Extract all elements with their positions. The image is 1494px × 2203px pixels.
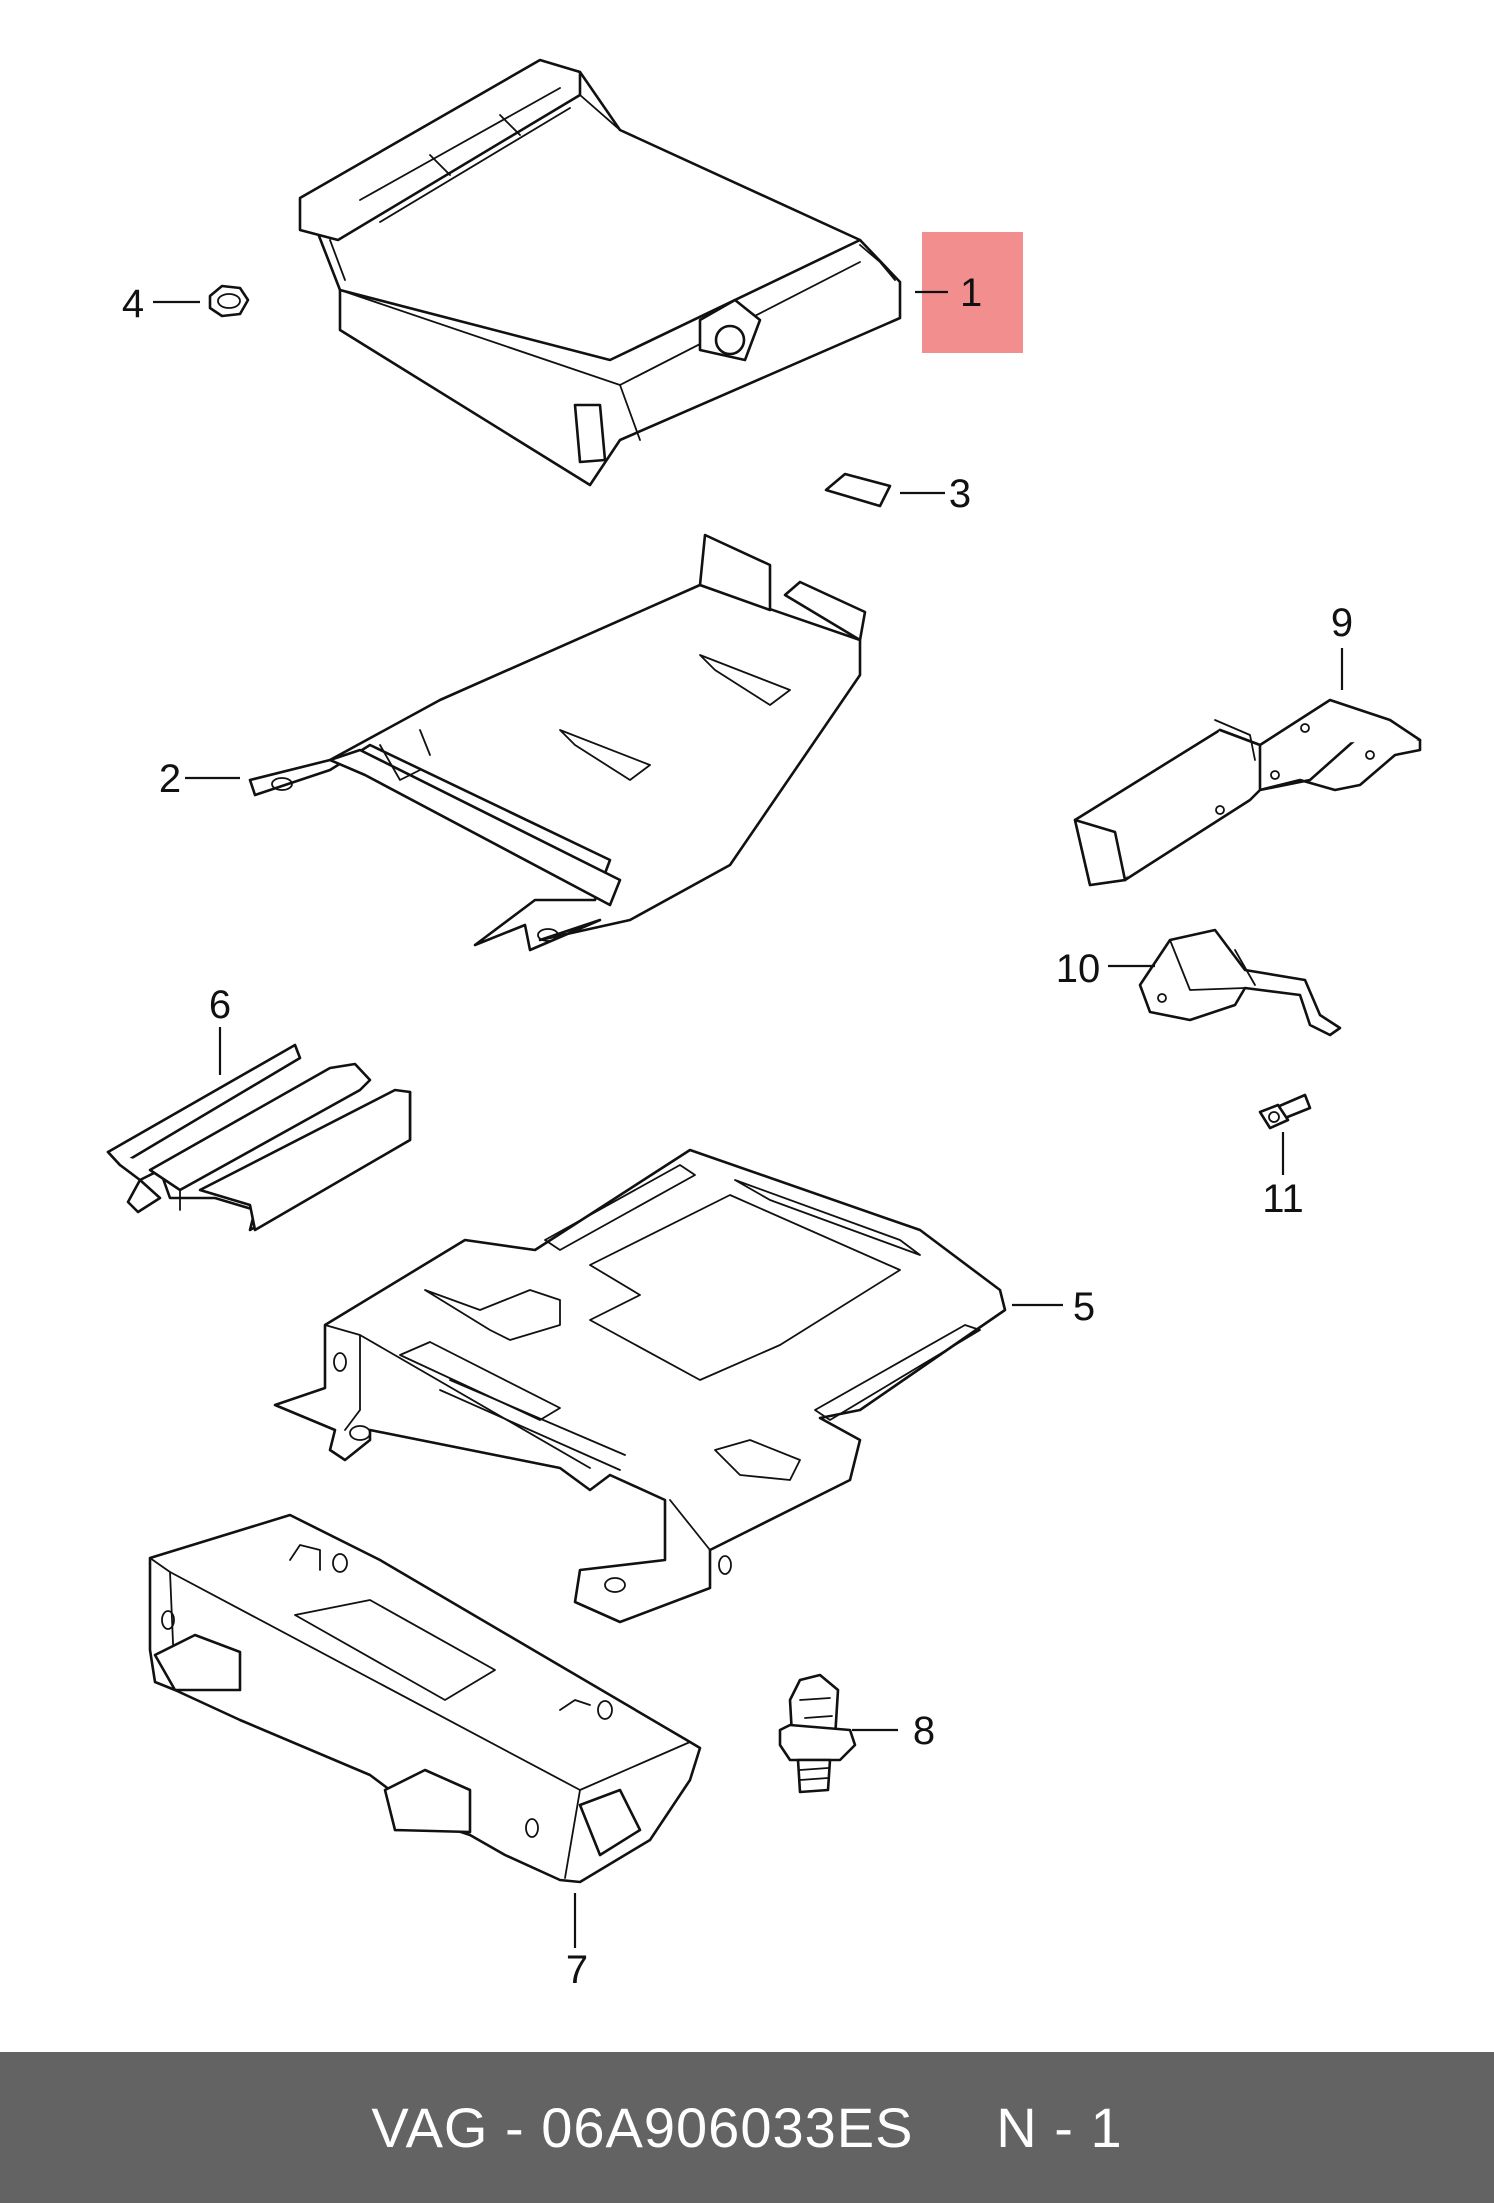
callout-11: 11 xyxy=(1262,1177,1304,1221)
part-2-bracket[interactable] xyxy=(248,533,867,952)
footer-bar: VAG - 06A906033ES N - 1 xyxy=(0,2052,1494,2203)
part-3-pad[interactable] xyxy=(824,472,892,508)
part-1-control-unit[interactable] xyxy=(298,58,902,487)
callout-2: 2 xyxy=(159,757,181,801)
part-5-mounting-plate[interactable] xyxy=(273,1148,1007,1624)
callout-3: 3 xyxy=(949,472,971,516)
part-9-bracket[interactable] xyxy=(1073,698,1422,887)
callout-4: 4 xyxy=(122,282,144,326)
part-11-screw[interactable] xyxy=(1258,1093,1312,1130)
callout-6: 6 xyxy=(209,983,231,1027)
part-6-holder[interactable] xyxy=(106,1043,412,1232)
callout-1: 1 xyxy=(960,271,982,315)
leader-lines xyxy=(153,290,1344,1948)
part-8-bolt[interactable] xyxy=(778,1673,857,1794)
callout-7: 7 xyxy=(566,1948,588,1992)
callout-5: 5 xyxy=(1073,1285,1095,1329)
parts-diagram: 1 2 3 4 5 6 7 8 9 10 11 xyxy=(106,58,1422,1992)
diagram-drawing: 1 2 3 4 5 6 7 8 9 10 11 xyxy=(106,58,1422,1992)
part-4-nut[interactable] xyxy=(208,284,250,318)
callout-9: 9 xyxy=(1331,601,1353,645)
callout-labels: 1 2 3 4 5 6 7 8 9 10 11 xyxy=(122,271,1353,1992)
callout-10: 10 xyxy=(1056,947,1101,991)
part-number-text: VAG - 06A906033ES N - 1 xyxy=(371,2096,1123,2159)
part-10-bracket[interactable] xyxy=(1138,928,1342,1037)
part-7-lower-bracket[interactable] xyxy=(148,1513,702,1884)
callout-8: 8 xyxy=(913,1709,935,1753)
